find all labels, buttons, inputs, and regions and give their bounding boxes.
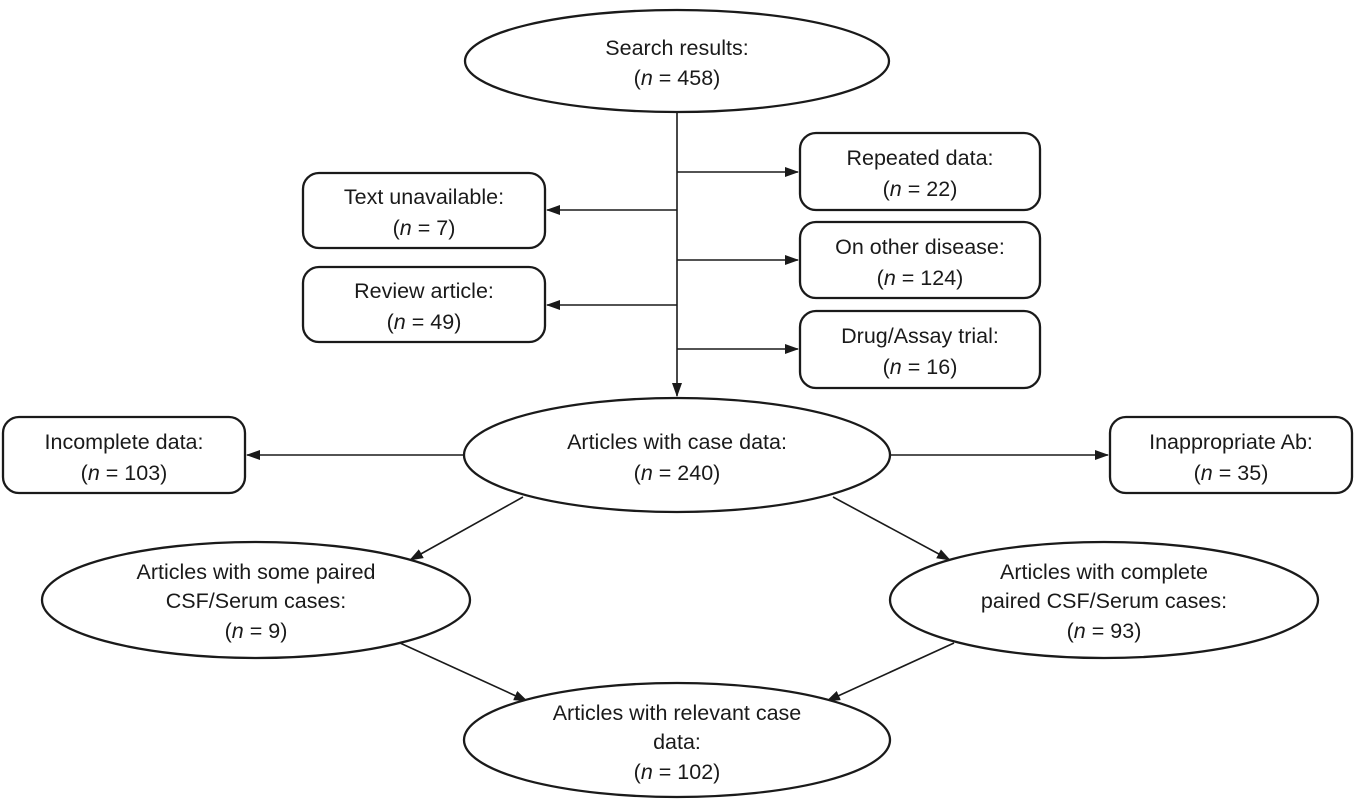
node-some-paired-cases: Articles with some paired CSF/Serum case…	[40, 540, 472, 660]
node-search-results: Search results: (n = 458)	[463, 8, 891, 114]
node-on-other-disease-count: (n = 124)	[877, 266, 964, 290]
connector-to-complete-paired	[832, 496, 951, 561]
node-inappropriate-ab: Inappropriate Ab: (n = 35)	[1108, 415, 1354, 495]
connector-complete-paired-to-relevant	[826, 642, 955, 702]
node-on-other-disease-label: On other disease:	[835, 235, 1005, 259]
node-search-results-label: Search results:	[605, 36, 748, 60]
node-text-unavailable-count: (n = 7)	[393, 216, 456, 240]
node-inappropriate-ab-label: Inappropriate Ab:	[1149, 430, 1313, 454]
node-incomplete-data-label: Incomplete data:	[45, 430, 204, 454]
node-complete-paired-cases-label-2: paired CSF/Serum cases:	[981, 589, 1227, 613]
node-drug-assay-trial-shape	[798, 309, 1042, 390]
node-drug-assay-trial: Drug/Assay trial: (n = 16)	[798, 309, 1042, 390]
node-articles-with-case-data-shape	[462, 396, 892, 514]
node-complete-paired-cases-count: (n = 93)	[1067, 619, 1142, 643]
node-incomplete-data-shape	[1, 415, 247, 495]
node-articles-with-case-data: Articles with case data: (n = 240)	[462, 396, 892, 514]
node-repeated-data: Repeated data: (n = 22)	[798, 131, 1042, 212]
node-repeated-data-shape	[798, 131, 1042, 212]
node-articles-with-case-data-label: Articles with case data:	[567, 430, 787, 454]
node-some-paired-cases-label-2: CSF/Serum cases:	[166, 589, 346, 613]
node-incomplete-data: Incomplete data: (n = 103)	[1, 415, 247, 495]
node-inappropriate-ab-count: (n = 35)	[1194, 461, 1269, 485]
node-drug-assay-trial-label: Drug/Assay trial:	[841, 324, 999, 348]
node-review-article-shape	[301, 265, 547, 344]
node-text-unavailable-label: Text unavailable:	[344, 185, 504, 209]
node-complete-paired-cases-shape	[888, 540, 1320, 660]
node-relevant-case-data-label-1: Articles with relevant case	[553, 701, 802, 725]
node-on-other-disease: On other disease: (n = 124)	[798, 220, 1042, 300]
node-some-paired-cases-shape	[40, 540, 472, 660]
node-review-article-count: (n = 49)	[387, 310, 462, 334]
node-text-unavailable-shape	[301, 171, 547, 250]
node-review-article: Review article: (n = 49)	[301, 265, 547, 344]
node-drug-assay-trial-count: (n = 16)	[883, 355, 958, 379]
node-relevant-case-data-count: (n = 102)	[634, 760, 721, 784]
node-relevant-case-data-label-2: data:	[653, 730, 701, 754]
node-on-other-disease-shape	[798, 220, 1042, 300]
node-relevant-case-data: Articles with relevant case data: (n = 1…	[462, 681, 892, 799]
node-text-unavailable: Text unavailable: (n = 7)	[301, 171, 547, 250]
node-relevant-case-data-shape	[462, 681, 892, 799]
node-some-paired-cases-count: (n = 9)	[225, 619, 288, 643]
node-some-paired-cases-label-1: Articles with some paired	[137, 560, 376, 584]
node-search-results-count: (n = 458)	[634, 66, 721, 90]
node-articles-with-case-data-count: (n = 240)	[634, 461, 721, 485]
node-complete-paired-cases-label-1: Articles with complete	[1000, 560, 1208, 584]
node-review-article-label: Review article:	[354, 279, 494, 303]
node-incomplete-data-count: (n = 103)	[81, 461, 168, 485]
node-repeated-data-count: (n = 22)	[883, 177, 958, 201]
connector-some-paired-to-relevant	[399, 642, 528, 702]
node-search-results-shape	[463, 8, 891, 114]
connector-to-some-paired	[409, 496, 524, 561]
node-inappropriate-ab-shape	[1108, 415, 1354, 495]
node-complete-paired-cases: Articles with complete paired CSF/Serum …	[888, 540, 1320, 660]
node-repeated-data-label: Repeated data:	[846, 146, 993, 170]
